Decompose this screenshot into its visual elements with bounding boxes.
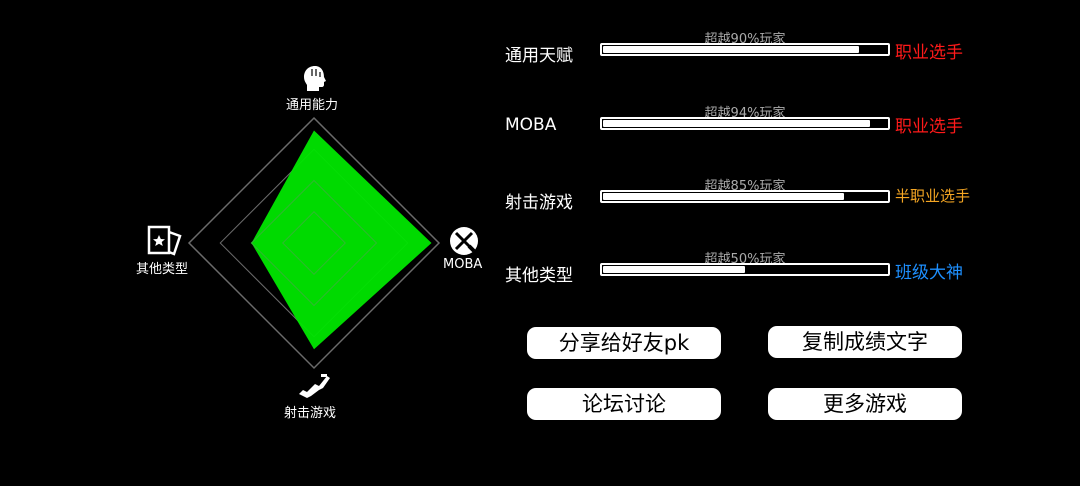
stat-level: 职业选手 (895, 117, 963, 137)
progress-fill (603, 193, 844, 200)
stat-row-shooter: 超越85%玩家 射击游戏 半职业选手 (505, 179, 1005, 245)
progress-bar (600, 43, 890, 56)
stat-row-other: 超越50%玩家 其他类型 班级大神 (505, 252, 1005, 318)
stat-row-general: 超越90%玩家 通用天赋 职业选手 (505, 32, 1005, 98)
axis-label-bottom: 射击游戏 (284, 406, 337, 421)
radar-inner-ring (282, 211, 346, 275)
crossed-swords-icon (450, 227, 478, 255)
axis-label-right: MOBA (443, 257, 483, 272)
progress-fill (603, 46, 859, 53)
radar-inner-ring (250, 179, 378, 307)
stat-name: 其他类型 (505, 266, 573, 286)
progress-bar (600, 263, 890, 276)
progress-fill (603, 266, 745, 273)
progress-bar (600, 190, 890, 203)
share-to-friend-button[interactable]: 分享给好友pk (527, 327, 721, 359)
card-icon (147, 225, 182, 256)
stat-name: 通用天赋 (505, 46, 573, 66)
radar-chart (187, 116, 441, 370)
more-games-button[interactable]: 更多游戏 (768, 388, 962, 420)
radar-grid-ring (187, 116, 441, 370)
head-icon (304, 66, 326, 91)
stat-level: 半职业选手 (895, 187, 971, 205)
progress-fill (603, 120, 870, 127)
stat-row-moba: 超越94%玩家 MOBA 职业选手 (505, 106, 1005, 172)
forum-discussion-button[interactable]: 论坛讨论 (527, 388, 721, 420)
stat-name: MOBA (505, 115, 557, 135)
gun-icon (299, 374, 330, 398)
stat-level: 职业选手 (895, 43, 963, 63)
stat-name: 射击游戏 (505, 193, 573, 213)
stat-level: 班级大神 (895, 263, 963, 283)
progress-bar (600, 117, 890, 130)
axis-label-top: 通用能力 (286, 98, 339, 113)
axis-label-left: 其他类型 (136, 262, 189, 277)
copy-result-text-button[interactable]: 复制成绩文字 (768, 326, 962, 358)
